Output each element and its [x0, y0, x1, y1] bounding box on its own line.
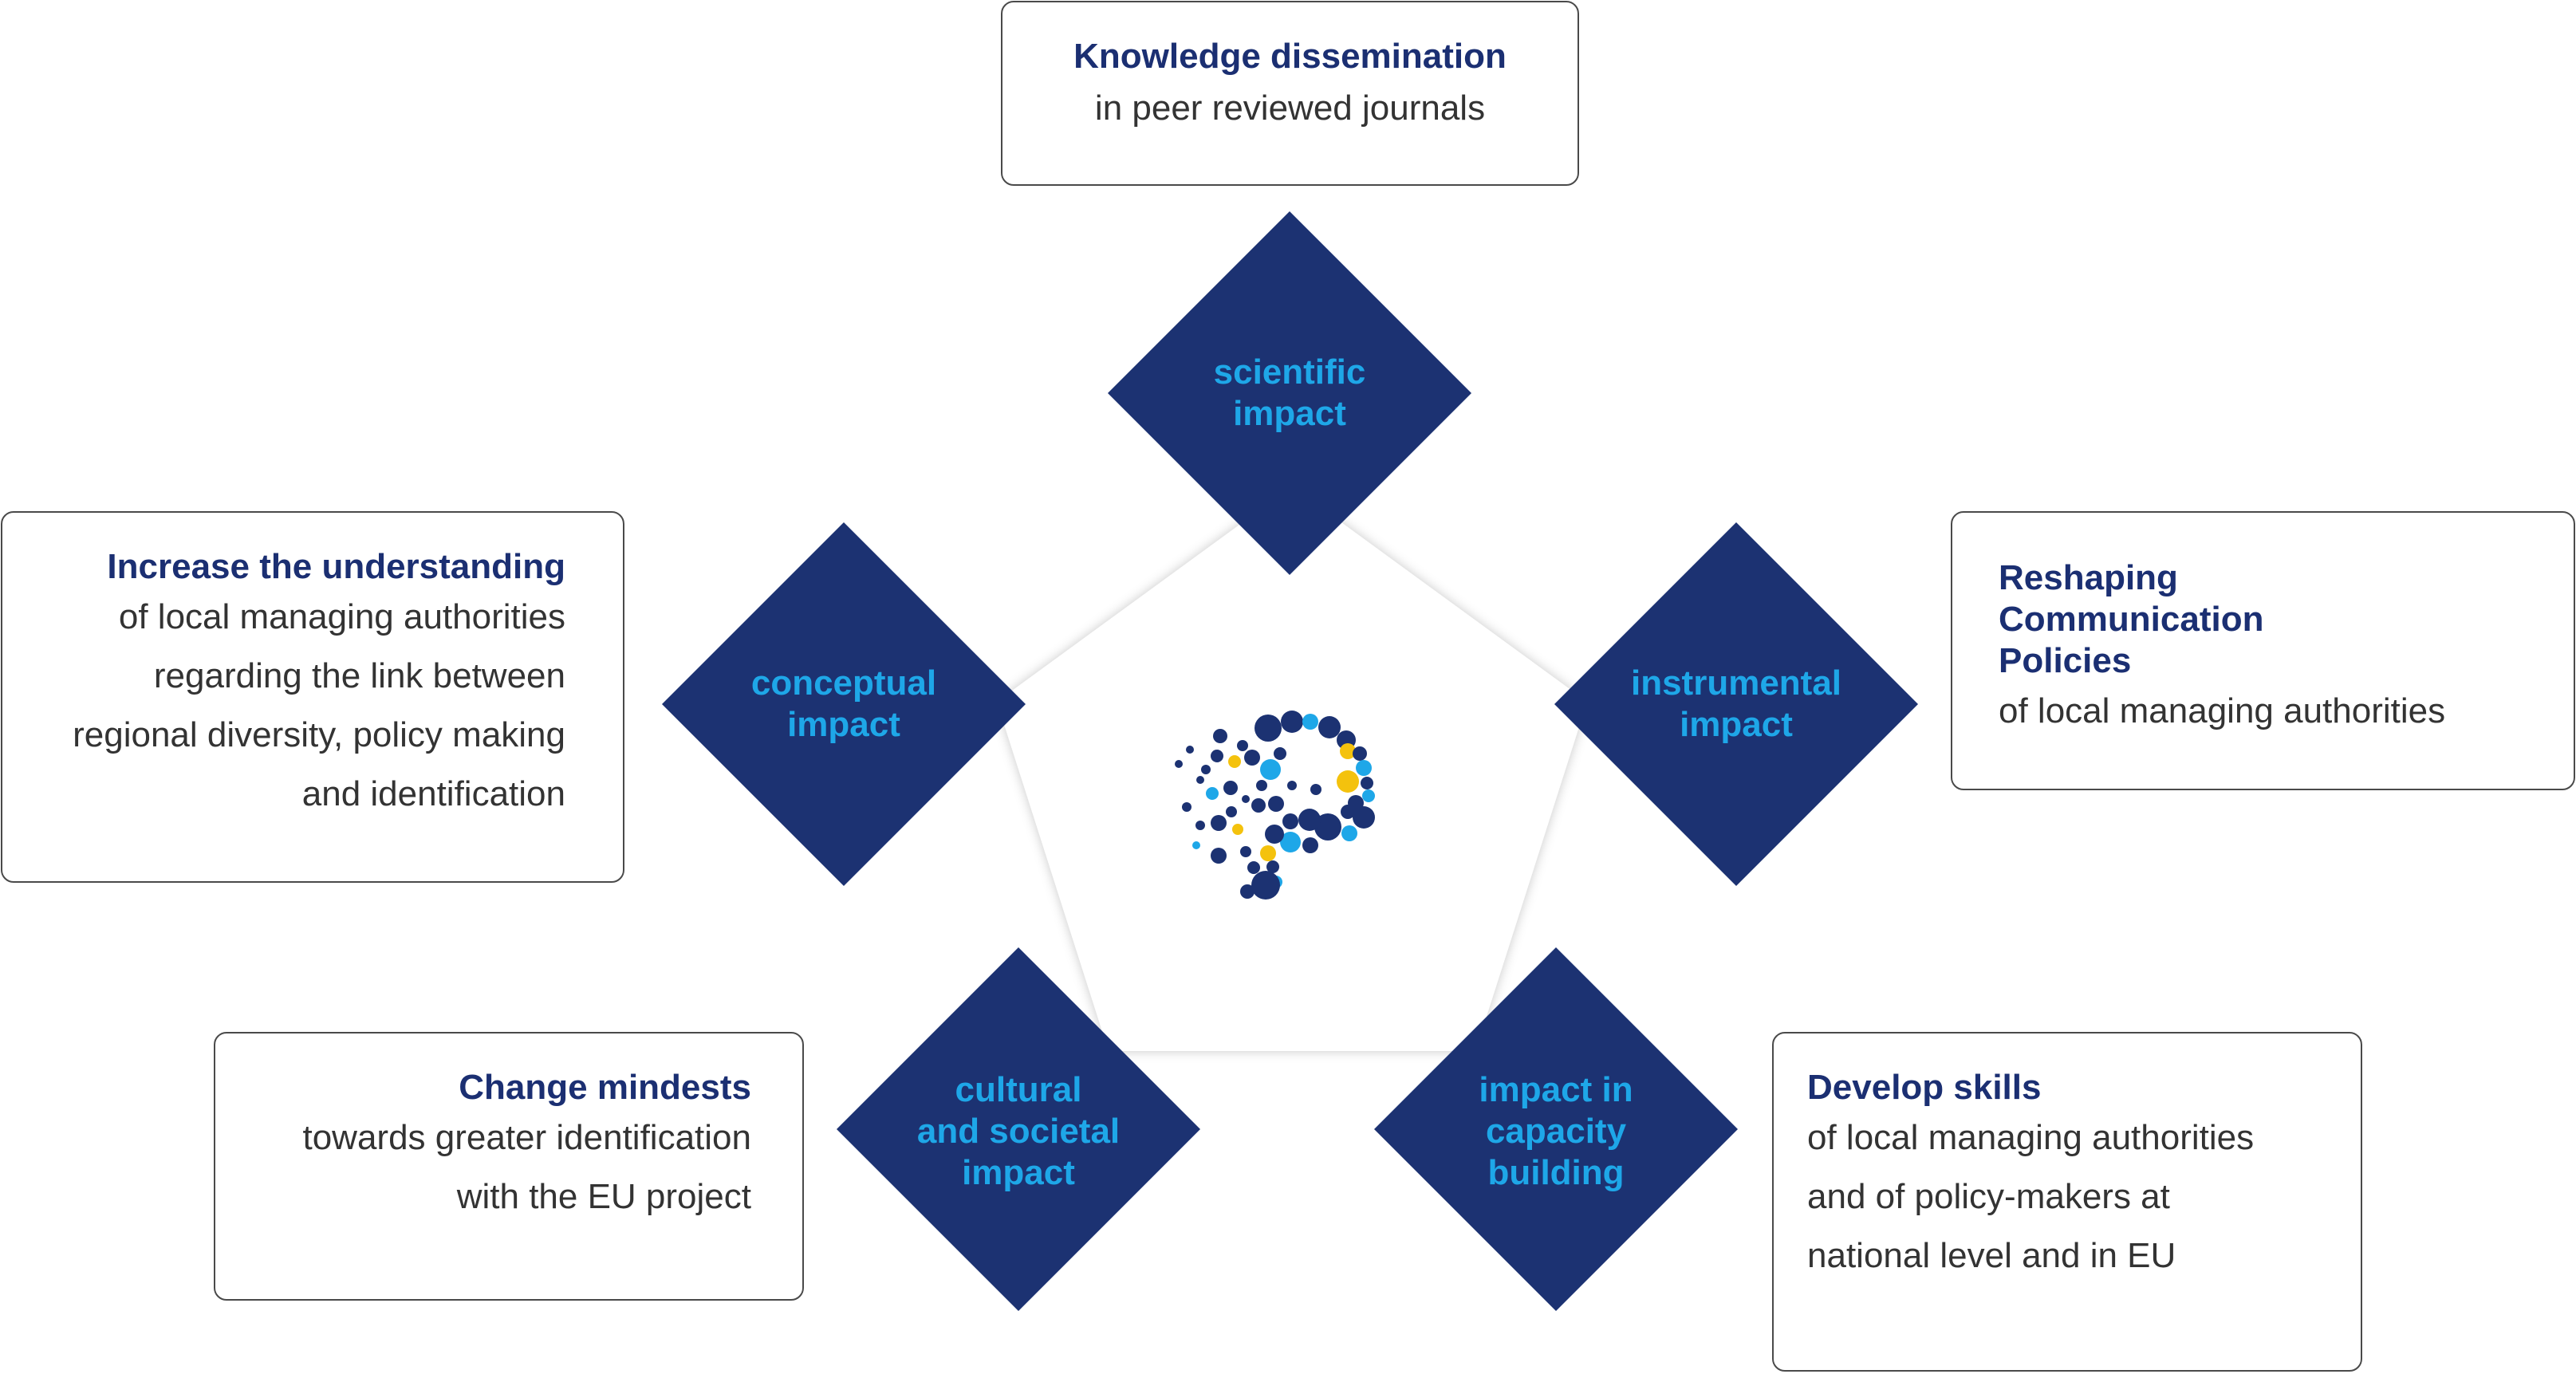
knowledge-dissemination-box: Knowledge dissemination in peer reviewed…: [1001, 1, 1579, 186]
understanding-body: of local managing authorities regarding …: [73, 597, 565, 813]
diamond-scientific-impact: [1108, 211, 1471, 575]
label-conceptual-impact: conceptual impact: [750, 663, 937, 744]
label-scientific-impact: scientific impact: [1213, 352, 1366, 433]
diamond-instrumental-impact: [1554, 522, 1918, 886]
dot-cluster-p-logo-icon: [1175, 711, 1375, 900]
reshaping-policies-box: Reshaping Communication Policies of loca…: [1951, 511, 2575, 790]
understanding-title: Increase the understanding: [107, 547, 565, 586]
understanding-box: Increase the understanding of local mana…: [1, 511, 624, 883]
change-mindsets-title: Change mindests: [459, 1068, 751, 1107]
diamond-cultural-impact: [837, 947, 1200, 1311]
diamond-conceptual-impact: [662, 522, 1026, 886]
label-capacity-impact: impact in capacity building: [1479, 1070, 1633, 1192]
develop-skills-title: Develop skills: [1807, 1068, 2042, 1107]
center-pentagon: [997, 486, 1587, 1051]
label-instrumental-impact: instrumental impact: [1630, 663, 1842, 744]
change-mindsets-box: Change mindests towards greater identifi…: [214, 1032, 804, 1301]
label-cultural-impact: cultural and societal impact: [916, 1070, 1121, 1192]
change-mindsets-body: towards greater identification with the …: [302, 1118, 751, 1216]
reshaping-policies-title: Reshaping Communication Policies: [1999, 558, 2264, 680]
knowledge-dissemination-body: in peer reviewed journals: [1094, 89, 1486, 128]
knowledge-dissemination-title: Knowledge dissemination: [1073, 37, 1507, 76]
develop-skills-body: of local managing authorities and of pol…: [1807, 1118, 2255, 1275]
diamond-capacity-impact: [1374, 947, 1738, 1311]
develop-skills-box: Develop skills of local managing authori…: [1772, 1032, 2362, 1372]
reshaping-policies-body: of local managing authorities: [1999, 691, 2446, 730]
